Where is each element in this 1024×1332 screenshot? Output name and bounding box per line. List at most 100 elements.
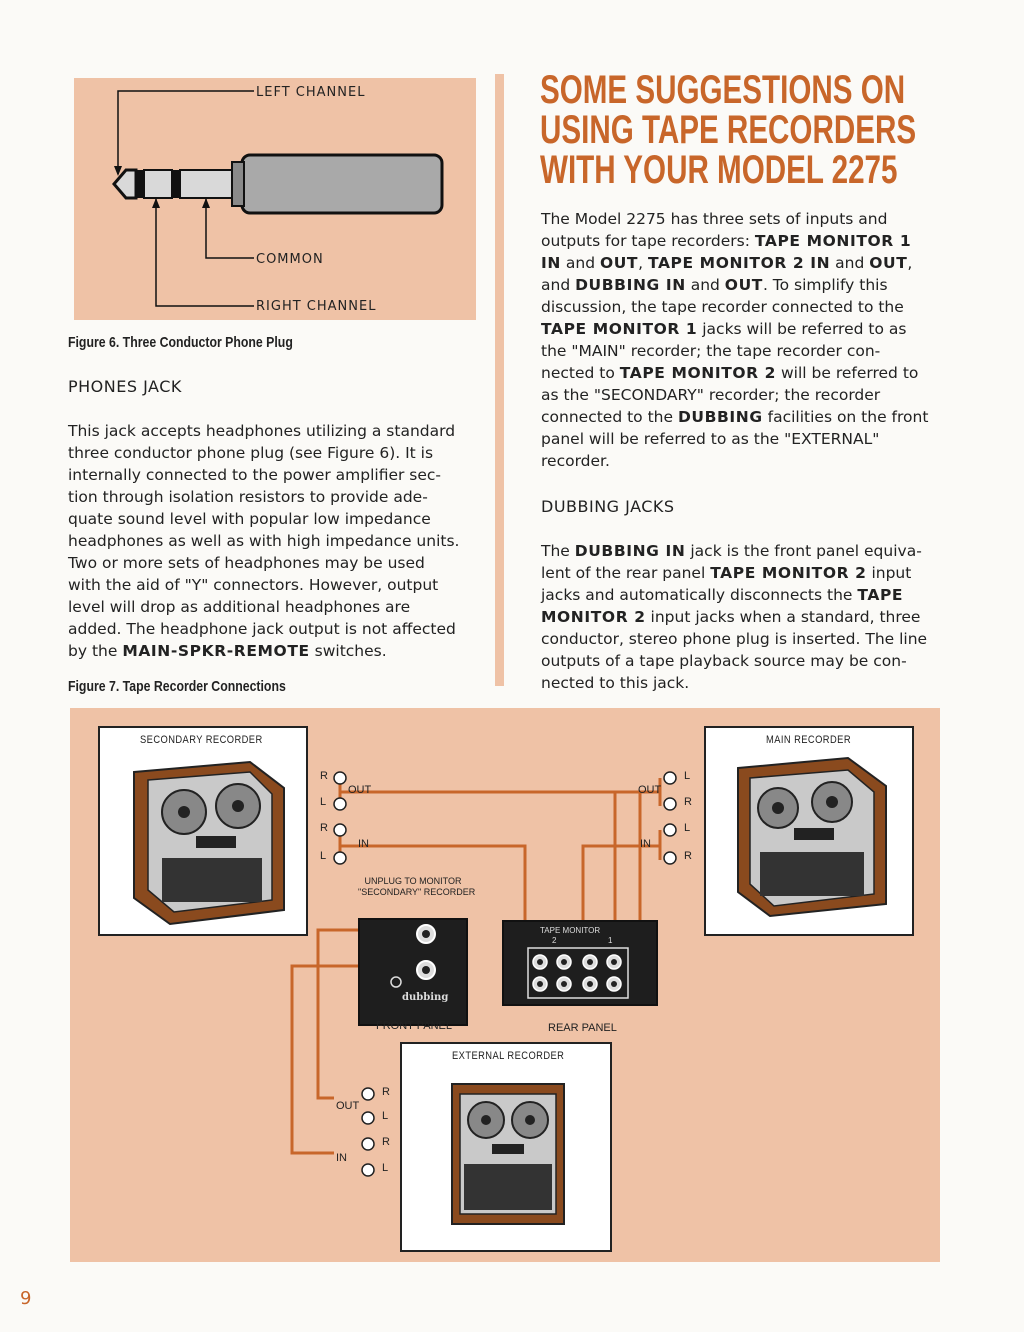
- text-segment-bold: DUBBING IN: [574, 542, 686, 560]
- plug-barrel: [240, 153, 444, 215]
- text-segment-bold: IN: [541, 254, 561, 272]
- external-jacks: [361, 1087, 375, 1177]
- jack-label-r: R: [382, 1086, 390, 1098]
- text-line: The Model 2275 has three sets of inputs …: [541, 208, 939, 230]
- text-line: jacks and automatically disconnects the …: [541, 584, 939, 606]
- text-line: outputs of a tape playback source may be…: [541, 650, 939, 672]
- plug-sleeve: [179, 169, 233, 199]
- out-label: OUT: [638, 784, 662, 796]
- text-line: MONITOR 2 input jacks when a standard, t…: [541, 606, 939, 628]
- text-segment: and: [541, 276, 576, 294]
- monitor-1-label: 1: [608, 936, 613, 945]
- page-number: 9: [20, 1288, 32, 1309]
- text-segment: lent of the rear panel: [541, 564, 711, 582]
- tape-deck-icon: [133, 760, 285, 926]
- text-line: and DUBBING IN and OUT. To simplify this: [541, 274, 939, 296]
- title-line: WITH YOUR MODEL 2275: [540, 148, 898, 192]
- text-segment: recorder.: [541, 452, 610, 470]
- text-line: panel will be referred to as the "EXTERN…: [541, 428, 939, 450]
- out-label: OUT: [348, 784, 372, 796]
- text-segment: and: [830, 254, 870, 272]
- text-segment: input: [866, 564, 912, 582]
- text-line: Two or more sets of headphones may be us…: [68, 554, 425, 572]
- text-line: discussion, the tape recorder connected …: [541, 296, 939, 318]
- text-segment: outputs for tape recorders:: [541, 232, 755, 250]
- text-segment: jacks and automatically disconnects the: [541, 586, 858, 604]
- text-segment: connected to the: [541, 408, 678, 426]
- right-channel-label: RIGHT CHANNEL: [256, 299, 377, 314]
- jack-label-l: L: [320, 796, 327, 808]
- tape-monitor-label: TAPE MONITOR: [540, 926, 601, 935]
- unplug-note: UNPLUG TO MONITOR "SECONDARY" RECORDER: [358, 876, 475, 898]
- dubbing-jacks-heading: DUBBING JACKS: [541, 497, 675, 516]
- text-line: recorder.: [541, 450, 939, 472]
- page-title: SOME SUGGESTIONS ON USING TAPE RECORDERS…: [540, 70, 916, 190]
- text-segment-bold: TAPE MONITOR 1: [754, 232, 912, 250]
- text-segment-bold: TAPE MONITOR 1: [541, 320, 698, 338]
- text-line: tion through isolation resistors to prov…: [68, 488, 428, 506]
- in-label: IN: [358, 838, 369, 850]
- text-line: three conductor phone plug (see Figure 6…: [68, 444, 434, 462]
- text-segment-bold: TAPE MONITOR 2 IN: [647, 254, 831, 272]
- main-recorder-label: MAIN RECORDER: [766, 734, 852, 746]
- jack-label-l: L: [320, 850, 327, 862]
- out-label: OUT: [336, 1100, 360, 1112]
- text-segment: . To simplify this: [762, 276, 888, 294]
- text-segment: outputs of a tape playback source may be…: [541, 652, 907, 670]
- text-line: by the MAIN-SPKR-REMOTE switches.: [68, 640, 465, 662]
- rear-panel-label: REAR PANEL: [548, 1022, 617, 1034]
- in-label: IN: [336, 1152, 347, 1164]
- figure-7-caption: Figure 7. Tape Recorder Connections: [68, 678, 286, 695]
- text-line: nected to TAPE MONITOR 2 will be referre…: [541, 362, 939, 384]
- jack-label-l: L: [684, 770, 691, 782]
- text-line: IN and OUT, TAPE MONITOR 2 IN and OUT,: [541, 252, 939, 274]
- figure-6-caption: Figure 6. Three Conductor Phone Plug: [68, 334, 293, 351]
- title-line: USING TAPE RECORDERS: [540, 108, 917, 152]
- unplug-note-line: UNPLUG TO MONITOR: [364, 876, 462, 886]
- tape-deck-icon: [737, 756, 887, 918]
- front-panel: dubbing: [358, 918, 468, 1026]
- figure-7-illustration: SECONDARY RECORDER MAIN RECORDER R L R: [70, 708, 940, 1262]
- tape-deck-icon: [451, 1083, 565, 1225]
- text-line: internally connected to the power amplif…: [68, 466, 442, 484]
- text-segment: The Model 2275 has three sets of inputs …: [541, 210, 888, 228]
- text-segment-bold: TAPE MONITOR 2: [619, 364, 777, 382]
- text-segment: facilities on the front: [762, 408, 929, 426]
- front-panel-label: FRONT PANEL: [376, 1020, 452, 1032]
- dubbing-logo: dubbing: [402, 992, 449, 1003]
- main-jacks: [663, 771, 677, 865]
- text-segment-bold: MAIN-SPKR-REMOTE: [122, 642, 310, 660]
- jack-label-r: R: [684, 850, 692, 862]
- phones-jack-text: This jack accepts headphones utilizing a…: [68, 420, 465, 662]
- text-segment: panel will be referred to as the "EXTERN…: [541, 430, 880, 448]
- external-recorder-label: EXTERNAL RECORDER: [452, 1050, 565, 1062]
- rear-panel: TAPE MONITOR 2 1: [502, 920, 658, 1006]
- text-line: headphones as well as with high impedanc…: [68, 532, 460, 550]
- text-segment-bold: TAPE MONITOR 2: [710, 564, 867, 582]
- text-segment: switches.: [309, 642, 387, 660]
- text-line: lent of the rear panel TAPE MONITOR 2 in…: [541, 562, 939, 584]
- text-line: The DUBBING IN jack is the front panel e…: [541, 540, 939, 562]
- jack-label-r: R: [684, 796, 692, 808]
- external-recorder-box: EXTERNAL RECORDER: [400, 1042, 612, 1252]
- text-segment: as the "SECONDARY" recorder; the recorde…: [541, 386, 881, 404]
- text-segment: ,: [638, 254, 648, 272]
- text-segment: will be referred to: [776, 364, 919, 382]
- main-recorder-box: MAIN RECORDER: [704, 726, 914, 936]
- title-line: SOME SUGGESTIONS ON: [540, 68, 906, 112]
- dubbing-jacks-text: The DUBBING IN jack is the front panel e…: [541, 540, 939, 694]
- text-line: conductor, stereo phone plug is inserted…: [541, 628, 939, 650]
- jack-label-l: L: [382, 1110, 389, 1122]
- text-segment: and: [560, 254, 600, 272]
- jack-label-l: L: [382, 1162, 389, 1174]
- text-line: as the "SECONDARY" recorder; the recorde…: [541, 384, 939, 406]
- text-segment-bold: DUBBING: [677, 408, 763, 426]
- jack-label-r: R: [320, 822, 328, 834]
- text-segment: input jacks when a standard, three: [645, 608, 921, 626]
- jack-label-r: R: [382, 1136, 390, 1148]
- text-segment-bold: OUT: [869, 254, 908, 272]
- text-segment: and: [685, 276, 725, 294]
- common-label: COMMON: [256, 252, 324, 267]
- jack-label-l: L: [684, 822, 691, 834]
- phones-jack-heading: PHONES JACK: [68, 377, 182, 396]
